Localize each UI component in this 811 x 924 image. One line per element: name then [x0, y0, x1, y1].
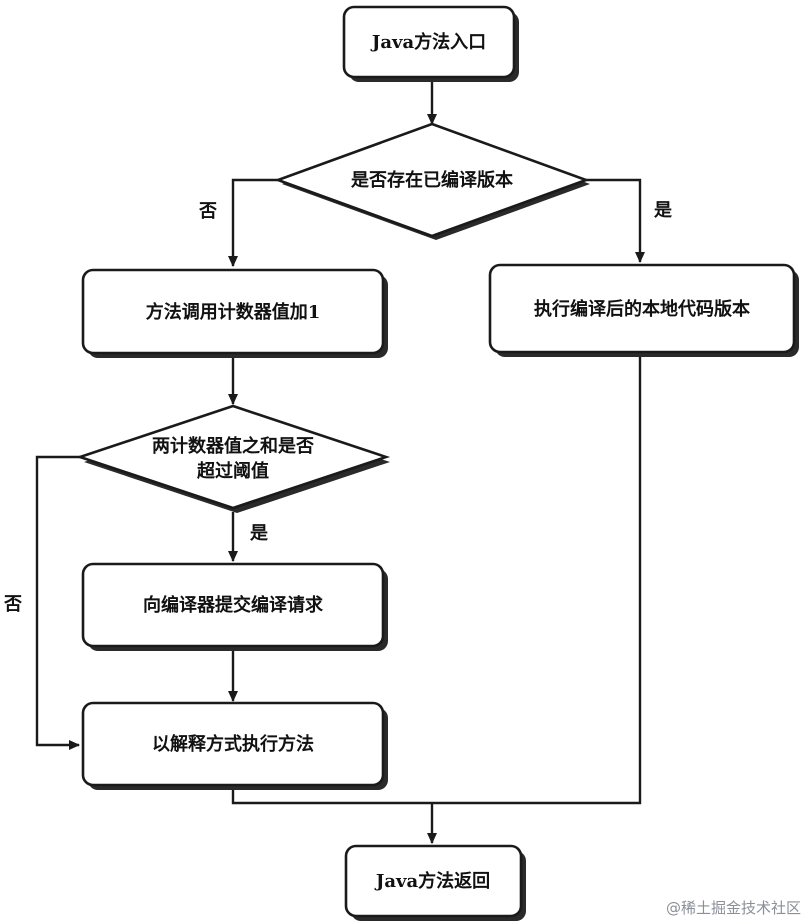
edge-label-compiled-no: 否 — [198, 201, 217, 222]
node-java-return: Java方法返回 — [344, 844, 526, 921]
node-decision-exceed-line1: 两计数器值之和是否 — [152, 435, 314, 457]
node-java-return-label: Java方法返回 — [374, 870, 490, 892]
edge-exceed-no — [35, 455, 80, 750]
edge-interpret-to-return — [231, 790, 432, 805]
node-counter-increment: 方法调用计数器值加1 — [81, 268, 388, 358]
watermark: @稀土掘金技术社区 — [665, 899, 801, 917]
edge-label-exceed-no: 否 — [3, 594, 22, 615]
node-submit-compile: 向编译器提交编译请求 — [81, 562, 388, 651]
node-decision-exceed-line2: 超过阈值 — [197, 460, 269, 482]
node-decision-has-compiled-label: 是否存在已编译版本 — [350, 169, 513, 191]
edge-label-exceed-yes: 是 — [249, 523, 268, 544]
node-counter-increment-label: 方法调用计数器值加1 — [146, 301, 321, 323]
edge-label-compiled-yes: 是 — [653, 200, 672, 221]
node-java-entry-label: Java方法入口 — [370, 31, 486, 53]
node-run-native: 执行编译后的本地代码版本 — [488, 263, 799, 357]
edge-decision-yes — [582, 178, 645, 263]
edge-native-to-return — [432, 355, 642, 805]
node-decision-exceed: 两计数器值之和是否 超过阈值 — [75, 404, 391, 513]
edge-decision-no — [228, 178, 283, 267]
node-interpret-label: 以解释方式执行方法 — [152, 733, 314, 755]
node-interpret: 以解释方式执行方法 — [81, 701, 388, 790]
node-run-native-label: 执行编译后的本地代码版本 — [534, 298, 750, 320]
node-decision-has-compiled: 是否存在已编译版本 — [274, 122, 590, 240]
node-submit-compile-label: 向编译器提交编译请求 — [143, 594, 324, 616]
edges — [35, 78, 645, 844]
node-java-entry: Java方法入口 — [342, 5, 519, 82]
